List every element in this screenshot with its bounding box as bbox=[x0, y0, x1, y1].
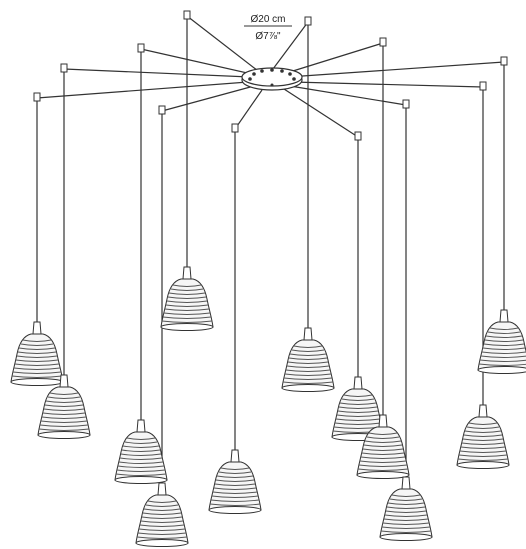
pendant-shade bbox=[208, 449, 262, 514]
dimension-imperial: Ø7⅞" bbox=[255, 31, 281, 42]
arm-4 bbox=[279, 42, 384, 76]
arm-6 bbox=[287, 61, 505, 78]
arm-5 bbox=[63, 68, 251, 78]
arm-10 bbox=[289, 85, 407, 106]
arm-2 bbox=[269, 21, 309, 74]
diameter-dimension: Ø20 cm Ø7⅞" bbox=[244, 14, 292, 42]
pendant-shade bbox=[281, 327, 335, 392]
arm-12 bbox=[283, 88, 359, 138]
pendant-shade bbox=[135, 482, 189, 547]
pendant-shade bbox=[114, 419, 168, 484]
arms bbox=[36, 15, 505, 138]
arm-11 bbox=[234, 89, 263, 130]
ceiling-canopy bbox=[241, 67, 303, 91]
arm-3 bbox=[140, 48, 257, 76]
pendant-shade bbox=[160, 266, 214, 331]
pendant-shade bbox=[456, 404, 510, 469]
pendant-shade bbox=[10, 321, 64, 386]
pendant-shade bbox=[379, 476, 433, 541]
arm-8 bbox=[291, 81, 484, 88]
arm-9 bbox=[161, 85, 255, 112]
dimension-metric: Ø20 cm bbox=[250, 14, 285, 25]
arm-7 bbox=[36, 81, 249, 99]
arm-1 bbox=[186, 15, 263, 75]
pendant-shade bbox=[477, 309, 526, 374]
